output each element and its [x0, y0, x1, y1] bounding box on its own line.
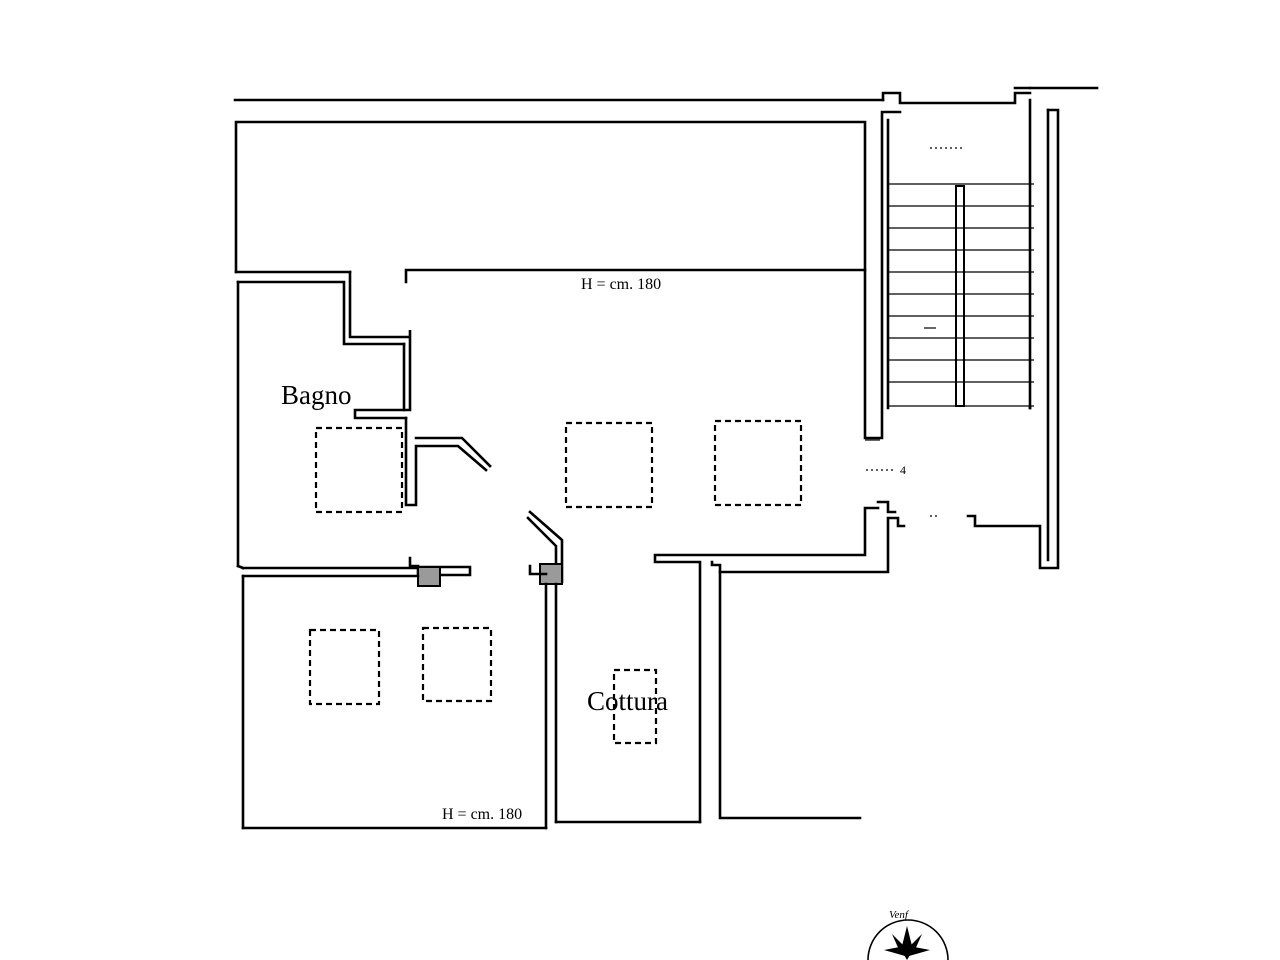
fixture-kitchen [612, 668, 658, 745]
room-label-kitchen: Cottura [587, 686, 668, 716]
bathroom-walls [236, 270, 492, 570]
stairwell [886, 98, 1060, 570]
fixture-lower-left-b [421, 626, 493, 703]
compass-rose: Venf [867, 909, 949, 960]
lower-left-room [241, 574, 548, 830]
pillar-left [417, 566, 441, 587]
fixture-center-left [564, 421, 654, 509]
stair-treads [888, 147, 1034, 407]
height-note-top: H = cm. 180 [581, 276, 661, 293]
stair-handrail [955, 185, 965, 407]
right-corridor [710, 439, 906, 820]
fixture-bathroom [314, 426, 404, 514]
compass-label: Venf [889, 909, 910, 921]
height-note-bottom: H = cm. 180 [442, 806, 522, 823]
top-storage-room [234, 110, 902, 440]
fixture-center-right [713, 419, 803, 507]
middle-partition [408, 510, 564, 587]
dashed-fixtures [308, 419, 803, 745]
room-label-bathroom: Bagno [281, 380, 352, 410]
top-exterior-wall [233, 86, 1099, 105]
compass-star-icon [884, 926, 930, 960]
stair-marker-number: 4 [900, 463, 906, 477]
kitchen-walls [554, 506, 880, 824]
fixture-lower-left-a [308, 628, 381, 706]
